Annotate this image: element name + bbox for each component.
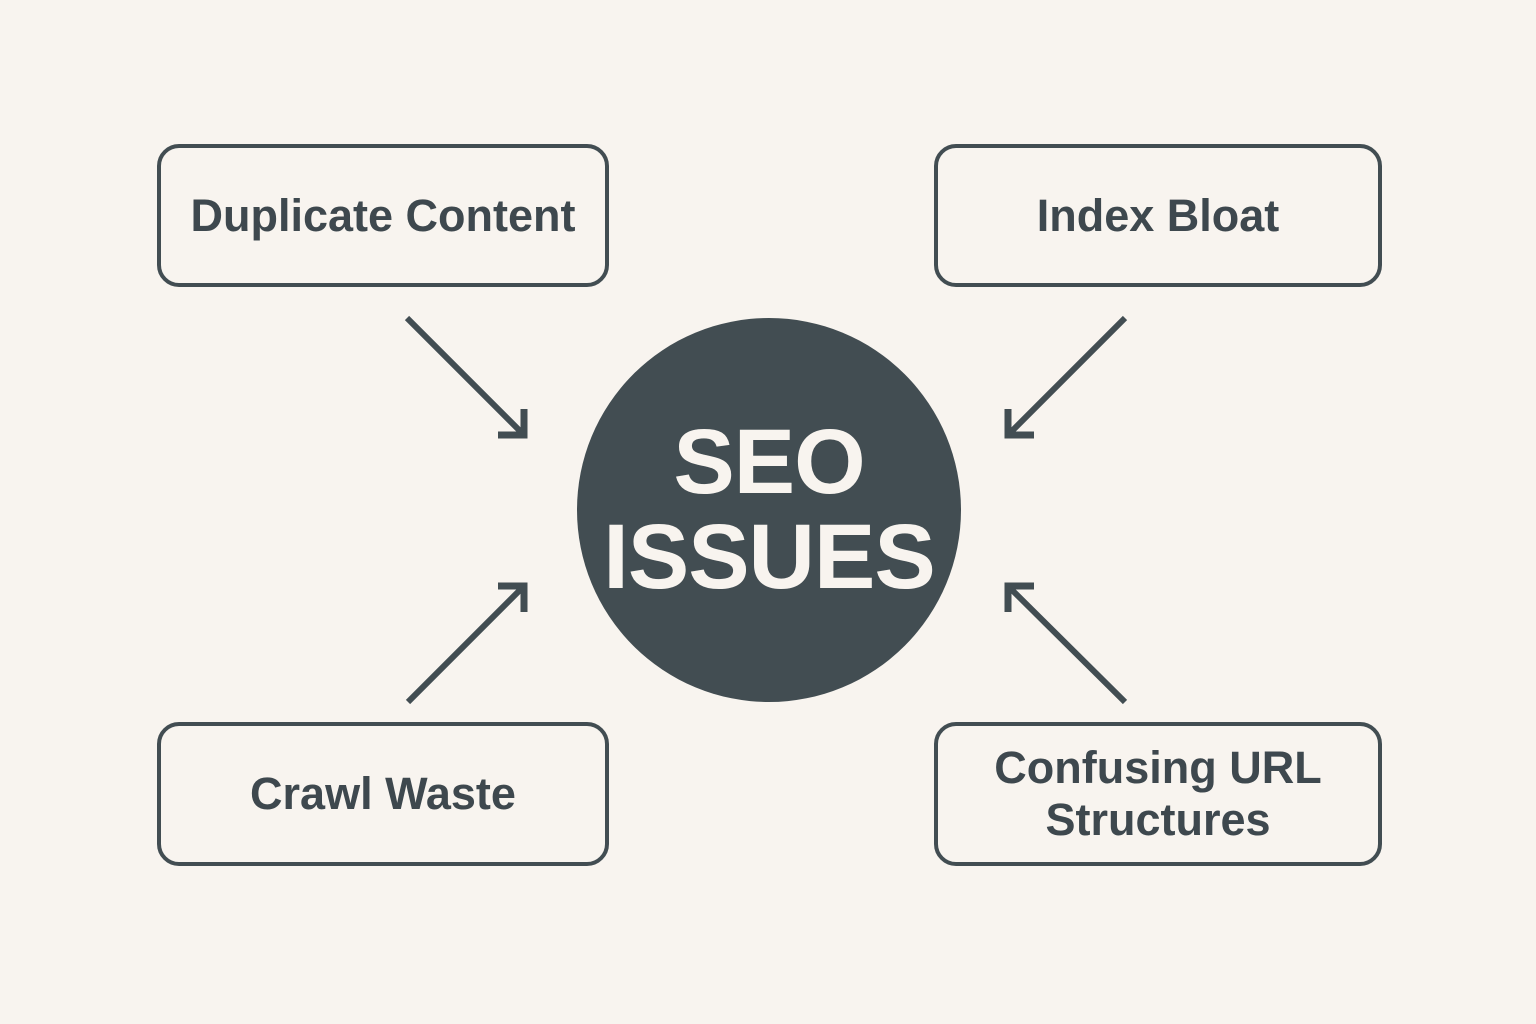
node-index-bloat: Index Bloat [934, 144, 1382, 287]
node-label: Crawl Waste [250, 768, 516, 820]
node-label: Index Bloat [1036, 189, 1280, 241]
center-title-line2: ISSUES [603, 506, 935, 608]
node-label: Confusing URL Structures [994, 742, 1322, 845]
arrow-duplicate-content-to-center [404, 315, 528, 439]
node-label: Duplicate Content [190, 189, 576, 241]
arrow-crawl-waste-to-center [405, 582, 528, 705]
node-duplicate-content: Duplicate Content [157, 144, 609, 287]
center-circle: SEO ISSUES [577, 318, 961, 702]
arrow-confusing-url-to-center [1004, 582, 1128, 705]
center-title-line1: SEO [673, 411, 865, 514]
node-confusing-url-structures: Confusing URL Structures [934, 722, 1382, 866]
node-crawl-waste: Crawl Waste [157, 722, 609, 866]
arrow-index-bloat-to-center [1004, 315, 1128, 439]
